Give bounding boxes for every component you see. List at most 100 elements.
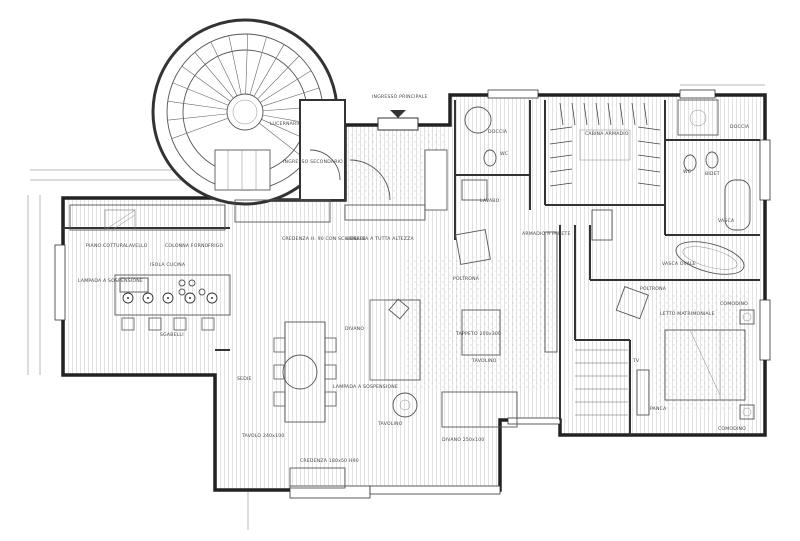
bedside-bottom bbox=[739, 404, 755, 420]
hanger bbox=[637, 168, 661, 173]
bookcase bbox=[344, 204, 426, 221]
shower-2 bbox=[677, 99, 719, 136]
pendant-lamp-center bbox=[211, 297, 213, 299]
pendant-lamp-center bbox=[189, 297, 191, 299]
stair-tread bbox=[249, 36, 267, 95]
label-wc-1: WC bbox=[500, 151, 508, 157]
stool bbox=[148, 317, 162, 331]
label-washbasin-1: LAVABO bbox=[480, 198, 500, 204]
label-island: ISOLA CUCINA bbox=[150, 262, 186, 268]
bathrooms-closet bbox=[461, 99, 751, 241]
label-coffee-table: TAVOLINO bbox=[471, 358, 497, 364]
coffee-table bbox=[461, 309, 501, 356]
hanger bbox=[559, 102, 564, 126]
living-rug-area bbox=[405, 255, 555, 390]
label-wc-2: WC bbox=[683, 169, 691, 175]
label-credenza-bottom: CREDENZA 180x50 H90 bbox=[300, 458, 359, 464]
bedside-top bbox=[739, 309, 755, 325]
hanger bbox=[549, 168, 573, 173]
living-dining bbox=[234, 199, 558, 489]
entrance bbox=[349, 110, 448, 211]
credenza-top bbox=[234, 199, 331, 223]
bedroom-armchair bbox=[615, 286, 649, 320]
windows bbox=[54, 89, 771, 499]
hanger bbox=[549, 140, 573, 145]
armchair-top bbox=[455, 229, 491, 265]
label-sofa-left: DIVANO bbox=[345, 326, 364, 332]
bidet bbox=[705, 151, 719, 169]
stair-tread bbox=[245, 34, 249, 95]
stair-tread bbox=[171, 117, 229, 139]
label-fridge: FRIGO bbox=[208, 243, 224, 249]
hanger bbox=[607, 102, 612, 126]
entrance-arrow-icon bbox=[390, 110, 406, 118]
spiral-staircase bbox=[151, 18, 346, 206]
dining-chair bbox=[273, 391, 286, 407]
label-bidet: BIDET bbox=[705, 171, 720, 177]
hanger bbox=[549, 154, 573, 159]
hanger bbox=[571, 102, 576, 126]
hanger bbox=[637, 154, 661, 159]
label-stools: SGABELLI bbox=[160, 332, 184, 338]
stair-tread bbox=[210, 41, 238, 96]
stair-tread bbox=[260, 70, 312, 103]
hanger bbox=[637, 182, 661, 187]
hanger bbox=[619, 102, 624, 126]
stair-tread bbox=[167, 113, 228, 121]
oval-tub bbox=[675, 241, 745, 275]
hanger bbox=[637, 140, 661, 145]
washbasin-1 bbox=[461, 179, 488, 201]
label-bed: LETTO MATRIMONIALE bbox=[660, 311, 715, 317]
label-tv: TV bbox=[632, 358, 640, 364]
label-bedside-top: COMODINO bbox=[720, 301, 748, 307]
floor-hatching bbox=[63, 95, 765, 490]
label-armchair: POLTRONA bbox=[453, 276, 480, 282]
stair-tread bbox=[167, 100, 228, 110]
wc-2 bbox=[683, 154, 697, 172]
dining-chair bbox=[273, 364, 286, 380]
label-secondary-entrance: INGRESSO SECONDARIO bbox=[283, 159, 343, 165]
stair-tread bbox=[194, 52, 234, 99]
dining-chair bbox=[324, 391, 337, 407]
label-column-oven: COLONNA FORNO bbox=[165, 243, 209, 249]
stair-tread bbox=[172, 82, 229, 106]
label-bathtub: VASCA bbox=[718, 218, 735, 224]
label-skylight: LUCERNARIO bbox=[270, 121, 302, 127]
kitchen-counter bbox=[69, 204, 226, 231]
label-wardrobe: ARMADIO A PARETE bbox=[522, 231, 571, 237]
label-dining-pendant: LAMPADA A SOSPENSIONE bbox=[333, 384, 398, 390]
label-shower-1: DOCCIA bbox=[488, 129, 508, 135]
kitchen-island bbox=[114, 274, 231, 316]
pendant-lamp-center bbox=[127, 297, 129, 299]
sofa-right bbox=[441, 391, 518, 428]
stair-tread bbox=[228, 35, 242, 95]
label-walk-in: CABINA ARMADIO bbox=[585, 131, 629, 137]
kitchen bbox=[69, 204, 231, 331]
shower-round bbox=[464, 106, 492, 134]
label-pendant-lamp: LAMPADA A SOSPENSIONE bbox=[78, 278, 143, 284]
label-bench: PANCA bbox=[650, 406, 667, 412]
hanger bbox=[643, 102, 648, 126]
interior-walls bbox=[63, 100, 760, 435]
wc-1 bbox=[483, 149, 497, 167]
armchair bbox=[388, 298, 410, 320]
label-chairs: SEDIE bbox=[237, 376, 252, 382]
pendant-lamps bbox=[122, 292, 218, 304]
label-oval-tub: VASCA OVALE bbox=[662, 261, 696, 267]
bench bbox=[636, 369, 650, 416]
stair-tread bbox=[181, 65, 231, 102]
pendant-lamp-center bbox=[147, 297, 149, 299]
bedroom bbox=[575, 241, 755, 420]
label-rug: TAPPETO 200x300 bbox=[455, 331, 501, 337]
label-dining-table: TAVOLO 240x100 bbox=[241, 433, 285, 439]
skylight-circle bbox=[226, 93, 264, 131]
label-shower-2: DOCCIA bbox=[730, 124, 750, 130]
stool bbox=[173, 317, 187, 331]
labels: LUCERNARIO INGRESSO PRINCIPALE INGRESSO … bbox=[78, 94, 750, 464]
stool bbox=[121, 317, 135, 331]
label-bedside-bottom: COMODINO bbox=[718, 426, 746, 432]
pendant-lamp-center bbox=[167, 297, 169, 299]
bathtub bbox=[724, 179, 751, 231]
